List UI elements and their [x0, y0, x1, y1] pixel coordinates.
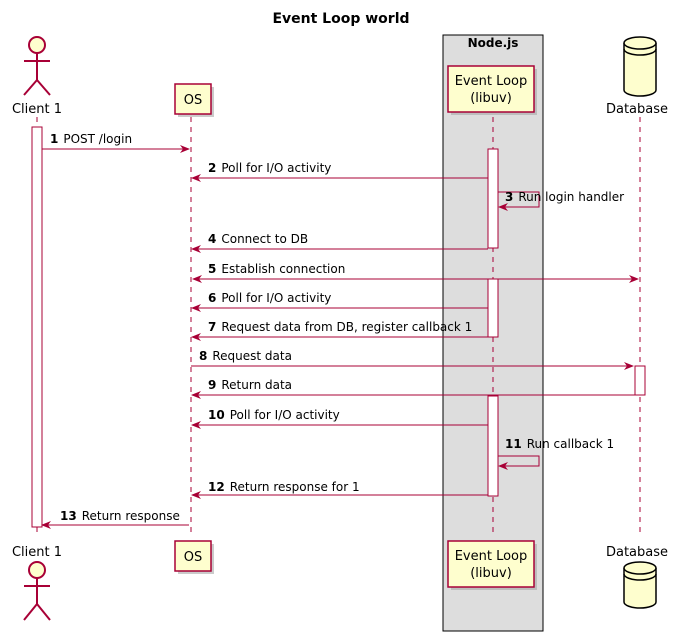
database-icon — [623, 36, 657, 97]
participant-database-label-bottom: Database — [606, 545, 668, 560]
activation-eventloop-1 — [487, 148, 499, 249]
svg-text:(libuv): (libuv) — [470, 91, 512, 106]
participant-os-foot: OS — [174, 540, 214, 574]
participant-os-head: OS — [174, 83, 214, 117]
actor-icon — [23, 36, 51, 96]
activation-database — [634, 365, 646, 396]
activation-client — [31, 126, 43, 528]
svg-text:OS: OS — [184, 550, 202, 565]
nodejs-box-title: Node.js — [468, 36, 519, 50]
participant-eventloop-head: Event Loop (libuv) — [447, 65, 537, 115]
svg-text:(libuv): (libuv) — [470, 566, 512, 581]
participant-client-label: Client 1 — [12, 102, 62, 117]
participant-database-label: Database — [606, 102, 668, 117]
actor-icon-bottom — [23, 561, 51, 621]
svg-text:OS: OS — [184, 93, 202, 108]
participant-eventloop-foot: Event Loop (libuv) — [447, 540, 537, 590]
database-icon-bottom — [623, 561, 657, 609]
activation-eventloop-2 — [487, 278, 499, 338]
activation-eventloop-3 — [487, 395, 499, 497]
diagram-title: Event Loop world — [272, 11, 409, 27]
participant-client-label-bottom: Client 1 — [12, 545, 62, 560]
svg-text:Event Loop: Event Loop — [455, 549, 528, 564]
svg-text:Event Loop: Event Loop — [455, 74, 528, 89]
